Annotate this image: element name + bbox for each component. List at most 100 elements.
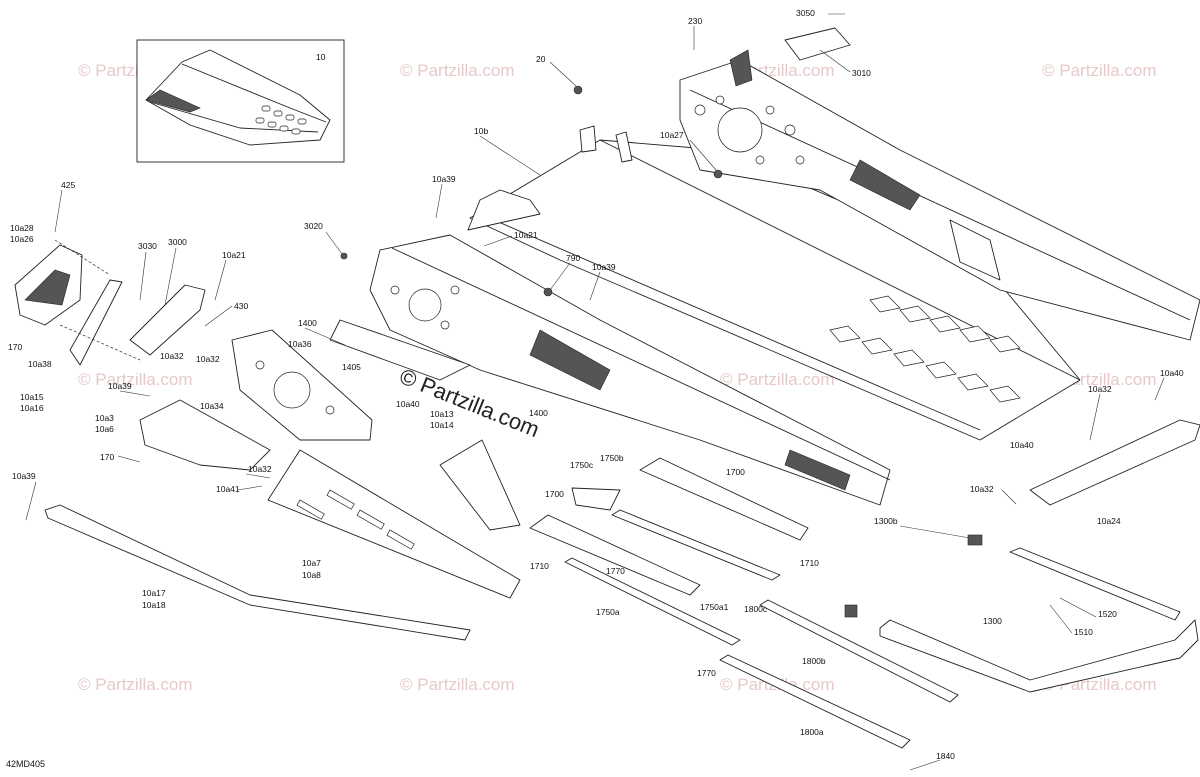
label-1710-2: 1710 <box>800 558 819 568</box>
label-10a32-5: 10a32 <box>970 484 994 494</box>
bracket-10a28 <box>14 244 83 326</box>
rail-10a17 <box>44 504 471 641</box>
label-425: 425 <box>61 180 75 190</box>
label-230: 230 <box>688 16 702 26</box>
label-10a14: 10a14 <box>430 420 454 430</box>
label-10a16: 10a16 <box>20 403 44 413</box>
label-1405: 1405 <box>342 362 361 372</box>
label-10a41: 10a41 <box>216 484 240 494</box>
bumper-10a24 <box>1029 419 1200 506</box>
inset-label: 10 <box>316 52 326 62</box>
label-10a40-1: 10a40 <box>396 399 420 409</box>
label-1700-1: 1700 <box>726 467 745 477</box>
tunnel-top-plate <box>469 125 1081 441</box>
label-10a40-2: 10a40 <box>1160 368 1184 378</box>
watermark: © Partzilla.com <box>78 370 193 389</box>
label-430: 430 <box>234 301 248 311</box>
label-10a21-2: 10a21 <box>222 250 246 260</box>
label-10a3: 10a3 <box>95 413 114 423</box>
label-10a32-4: 10a32 <box>248 464 272 474</box>
clip-1300b <box>967 534 983 546</box>
label-3050: 3050 <box>796 8 815 18</box>
label-3010: 3010 <box>852 68 871 78</box>
bracket-3010 <box>784 27 851 61</box>
label-10a28: 10a28 <box>10 223 34 233</box>
clip-1800c <box>844 604 858 618</box>
plate-10a3 <box>139 399 271 471</box>
slide-rails <box>529 457 959 749</box>
right-frame-rail <box>679 49 1200 341</box>
strut-10a15 <box>69 279 123 366</box>
watermark: © Partzilla.com <box>400 675 515 694</box>
label-10a32-3: 10a32 <box>1088 384 1112 394</box>
bracket-3000 <box>129 284 206 356</box>
label-1800c: 1800c <box>744 604 768 614</box>
left-tunnel-wall <box>329 234 891 506</box>
part-labels: 230 3050 3010 20 10b 10a27 425 10a28 10a… <box>8 8 1184 761</box>
label-1840: 1840 <box>936 751 955 761</box>
label-10a8: 10a8 <box>302 570 321 580</box>
label-1750a: 1750a <box>596 607 620 617</box>
label-10a7: 10a7 <box>302 558 321 568</box>
label-10a6: 10a6 <box>95 424 114 434</box>
label-1300: 1300 <box>983 616 1002 626</box>
bracket-10a13 <box>439 439 521 531</box>
label-1770-2: 1770 <box>697 668 716 678</box>
label-1700-2: 1700 <box>545 489 564 499</box>
watermark: © Partzilla.com <box>78 675 193 694</box>
leader-lines <box>25 13 1165 771</box>
label-170-1: 170 <box>8 342 22 352</box>
label-3020: 3020 <box>304 221 323 231</box>
label-10b: 10b <box>474 126 488 136</box>
bolt-20 <box>573 85 583 95</box>
label-1710-1: 1710 <box>530 561 549 571</box>
label-10a18: 10a18 <box>142 600 166 610</box>
label-10a15: 10a15 <box>20 392 44 402</box>
label-170-2: 170 <box>100 452 114 462</box>
bolt-10a27 <box>713 169 723 179</box>
label-10a39-2: 10a39 <box>592 262 616 272</box>
label-1300b: 1300b <box>874 516 898 526</box>
watermark: © Partzilla.com <box>400 61 515 80</box>
label-10a24: 10a24 <box>1097 516 1121 526</box>
label-1510: 1510 <box>1074 627 1093 637</box>
runner-1300 <box>879 547 1199 693</box>
label-1750b: 1750b <box>600 453 624 463</box>
label-1520: 1520 <box>1098 609 1117 619</box>
label-10a13: 10a13 <box>430 409 454 419</box>
watermark: © Partzilla.com <box>720 370 835 389</box>
label-1400-2: 1400 <box>529 408 548 418</box>
inset-item-10: 10 <box>136 39 345 163</box>
label-3030: 3030 <box>138 241 157 251</box>
label-10a36: 10a36 <box>288 339 312 349</box>
label-1770-1: 1770 <box>606 566 625 576</box>
label-10a39-1: 10a39 <box>432 174 456 184</box>
reference-line <box>54 239 111 276</box>
label-1750c: 1750c <box>570 460 594 470</box>
label-1800a: 1800a <box>800 727 824 737</box>
watermark: © Partzilla.com <box>1042 61 1157 80</box>
label-10a32-2: 10a32 <box>196 354 220 364</box>
label-10a38: 10a38 <box>28 359 52 369</box>
guard-10b <box>467 189 541 231</box>
label-10a21-1: 10a21 <box>514 230 538 240</box>
label-10a27: 10a27 <box>660 130 684 140</box>
label-10a40-3: 10a40 <box>1010 440 1034 450</box>
label-10a39-4: 10a39 <box>12 471 36 481</box>
label-10a32-1: 10a32 <box>160 351 184 361</box>
label-10a17: 10a17 <box>142 588 166 598</box>
side-plate-10a36 <box>231 329 373 441</box>
label-10a26: 10a26 <box>10 234 34 244</box>
label-10a34: 10a34 <box>200 401 224 411</box>
running-board-10a7 <box>267 449 521 599</box>
label-3000: 3000 <box>168 237 187 247</box>
reference-line <box>59 324 141 361</box>
label-1800b: 1800b <box>802 656 826 666</box>
label-790: 790 <box>566 253 580 263</box>
diagram-code: 42MD405 <box>6 759 45 769</box>
label-1400-1: 1400 <box>298 318 317 328</box>
label-1750a1: 1750a1 <box>700 602 729 612</box>
bolt-3020 <box>340 252 348 260</box>
label-20: 20 <box>536 54 546 64</box>
